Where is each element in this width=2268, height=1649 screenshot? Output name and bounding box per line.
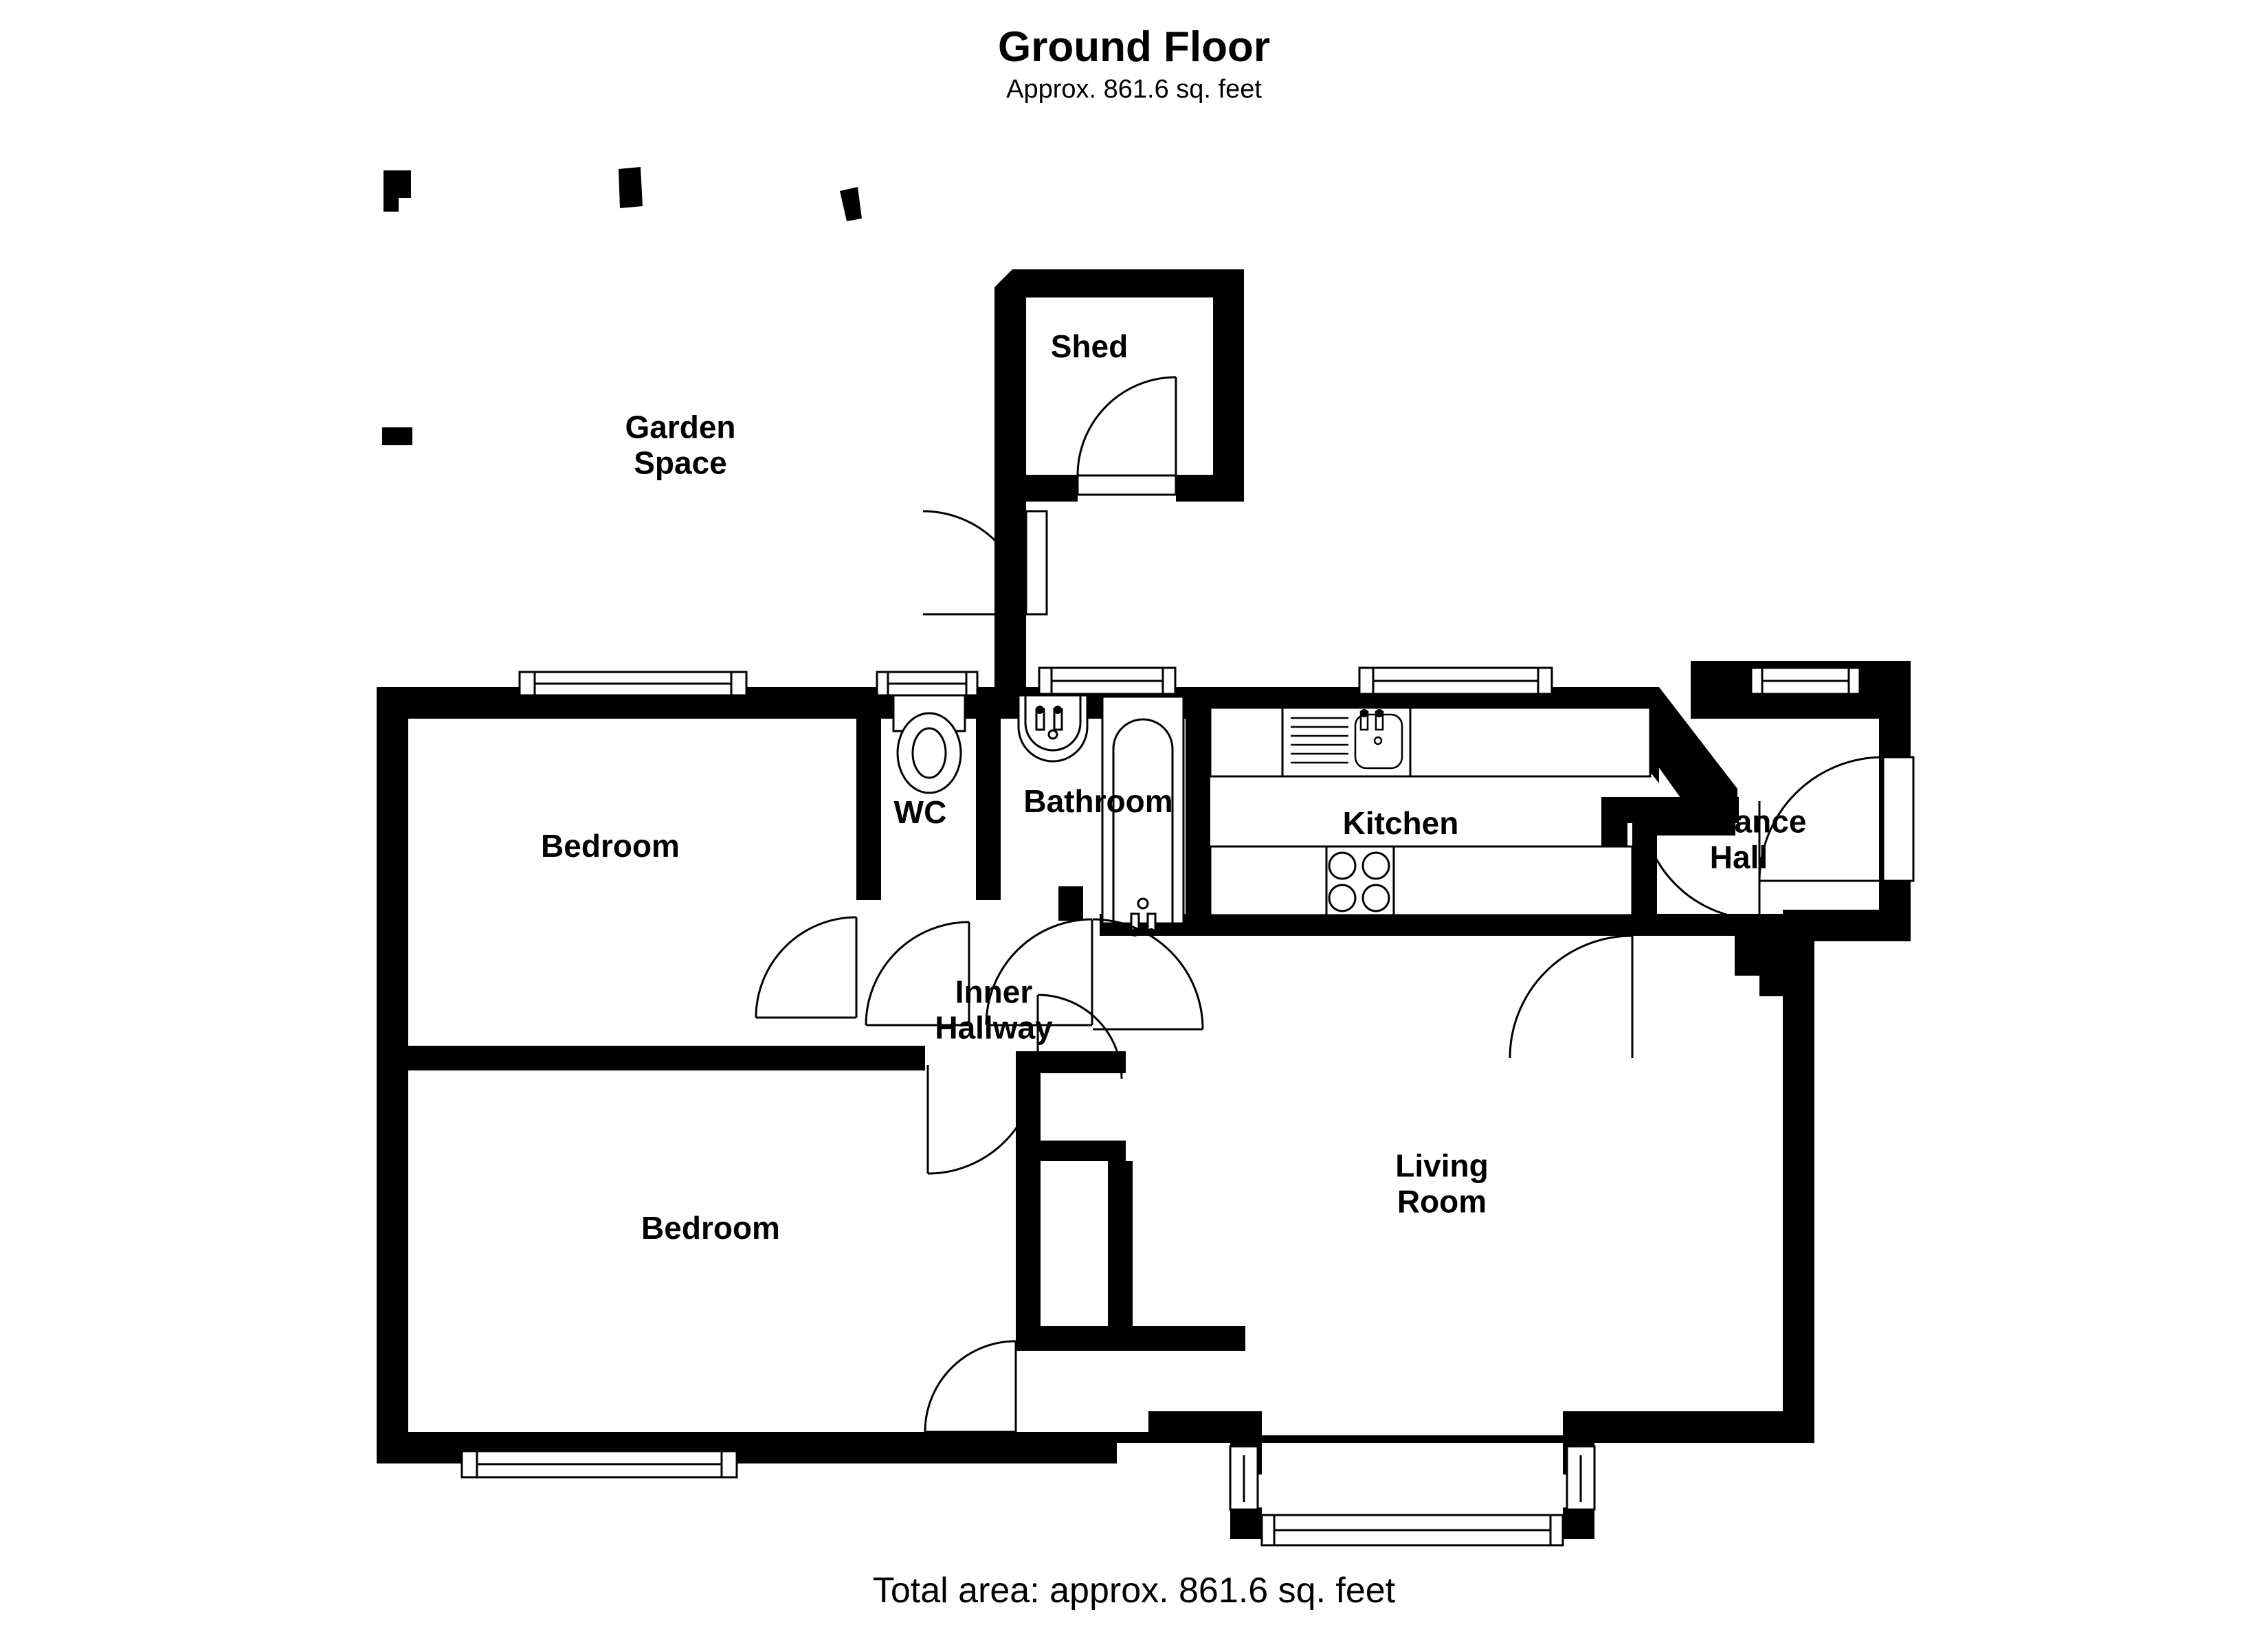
living-room-bay-window — [1260, 1514, 1564, 1547]
plan-footer-block: Total area: approx. 861.6 sq. feet — [0, 1570, 2268, 1611]
page-title: Ground Floor — [997, 23, 1271, 71]
four-burner-hob — [1328, 851, 1390, 912]
interior-walls — [377, 687, 1817, 1351]
bay-side-window-left — [1229, 1445, 1259, 1511]
back-door — [922, 510, 1048, 616]
shed-to-house-wall — [994, 481, 1026, 661]
kitchen-counter-bottom — [1209, 845, 1634, 917]
garden-boundary-marks — [382, 167, 862, 445]
entrance-hall-to-kitchen-door — [1509, 934, 1634, 1059]
kitchen-sink-with-drainer — [1291, 709, 1403, 770]
bathroom-window — [1038, 666, 1177, 695]
inner-hallway-to-living-door — [1092, 918, 1204, 1031]
kitchen-counter-top — [1209, 706, 1652, 778]
inner-hallway-south-door — [926, 1064, 1038, 1175]
toilet — [892, 694, 966, 794]
bedroom-top-door — [755, 916, 858, 1019]
door-swings — [755, 756, 1915, 1433]
entrance-hall-to-living-door — [1640, 800, 1761, 921]
windows-north — [518, 666, 1861, 697]
entrance-hall-window — [1750, 666, 1861, 695]
bathtub — [1101, 695, 1185, 936]
kitchen-window — [1358, 666, 1553, 695]
bay-side-window-right — [1566, 1445, 1596, 1511]
shed-door — [1076, 376, 1177, 496]
total-area-text: Total area: approx. 861.6 sq. feet — [872, 1571, 1396, 1611]
wc-window — [876, 671, 979, 697]
wash-basin — [1017, 694, 1089, 763]
inner-hallway-east-door — [1036, 994, 1123, 1079]
page-subtitle: Approx. 861.6 sq. feet — [1006, 75, 1262, 104]
plan-title-block: Ground Floor Approx. 861.6 sq. feet — [0, 25, 2268, 104]
bedroom-bottom-door — [924, 1340, 1017, 1433]
bathroom-door — [985, 918, 1093, 1027]
bedroom-top-window — [518, 671, 748, 697]
front-door — [1758, 756, 1915, 882]
windows-south — [460, 1445, 1596, 1547]
wc-door — [865, 921, 970, 1027]
bedroom-bottom-window — [460, 1450, 738, 1479]
shed-structure — [994, 269, 1244, 504]
